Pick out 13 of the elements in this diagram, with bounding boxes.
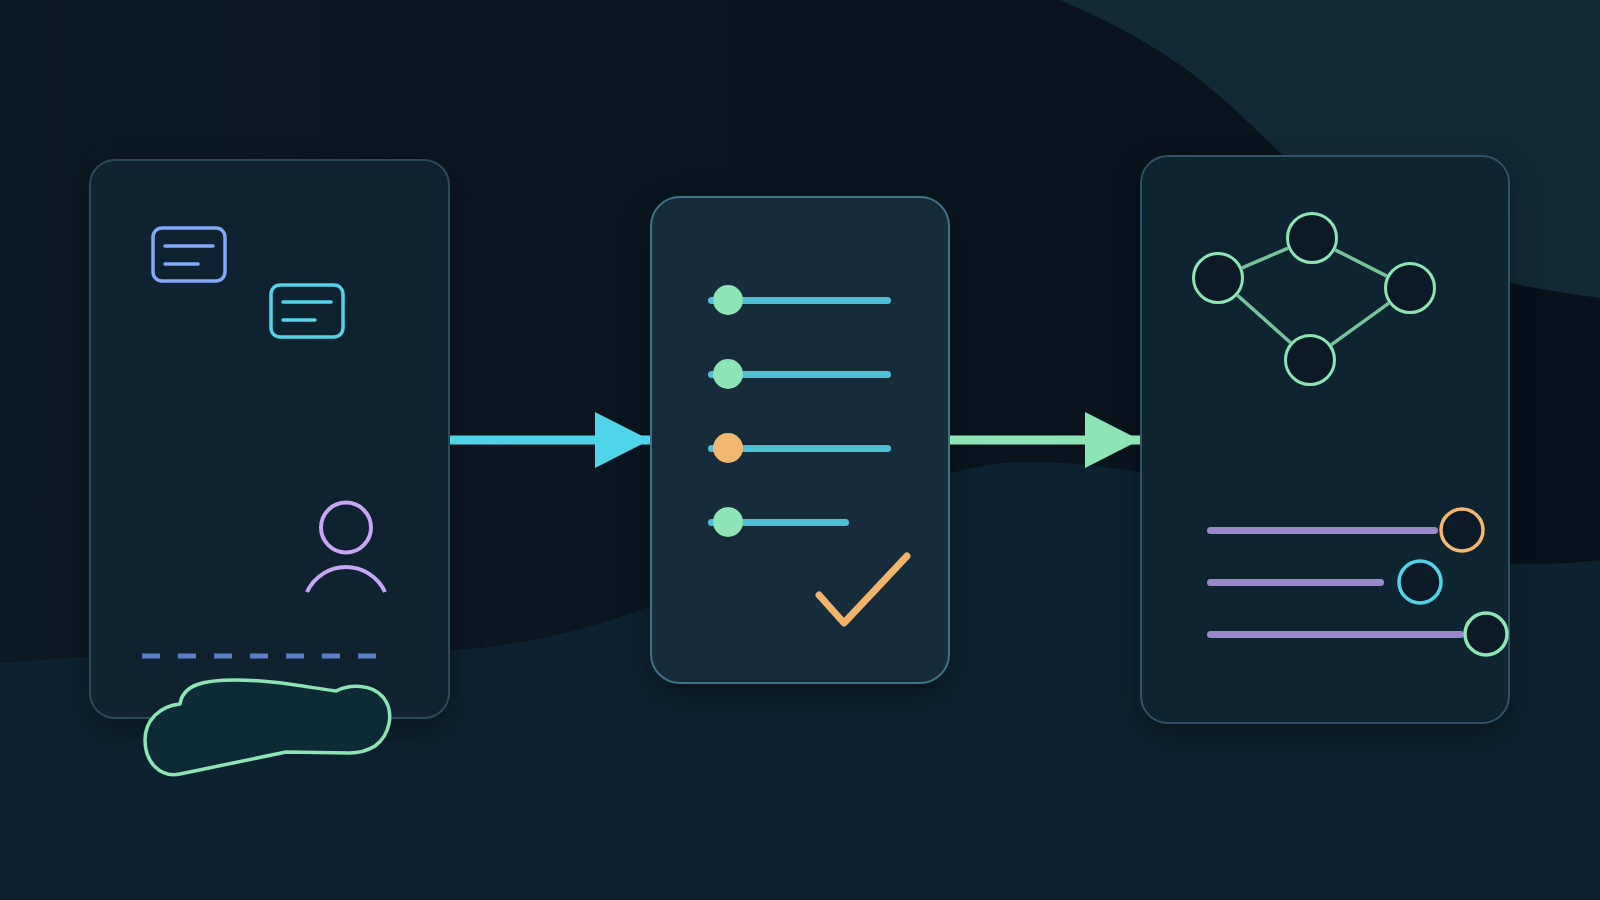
arrow — [950, 412, 1140, 468]
network-node — [1284, 334, 1336, 386]
panel-card — [89, 159, 450, 719]
network-node — [1192, 252, 1244, 304]
connector-line — [1330, 301, 1390, 347]
arrow — [450, 412, 650, 468]
connector-line — [1334, 248, 1388, 278]
connector-line — [1241, 246, 1289, 270]
network-node — [1384, 262, 1436, 314]
connector-line — [1236, 294, 1292, 344]
network-node — [1286, 212, 1338, 264]
panel-card — [1140, 155, 1510, 724]
panel-card — [650, 196, 950, 684]
